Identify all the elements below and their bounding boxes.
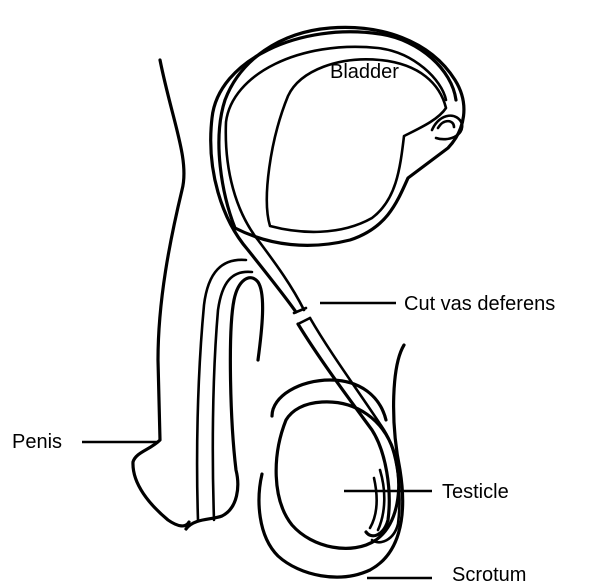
label-bladder: Bladder [330, 61, 399, 83]
label-testicle: Testicle [442, 481, 509, 503]
vas-deferens-inner [226, 47, 446, 310]
label-cut-vas-deferens: Cut vas deferens [404, 293, 555, 315]
seminal-vesicle-inner [438, 121, 454, 128]
epididymis-inner [370, 470, 384, 530]
bladder-inner [267, 59, 446, 232]
cut-end-lower [298, 318, 310, 324]
label-penis: Penis [12, 431, 62, 453]
vas-deferens-lower-inner [310, 318, 399, 542]
body-outline [133, 60, 189, 526]
label-scrotum: Scrotum [452, 564, 526, 584]
